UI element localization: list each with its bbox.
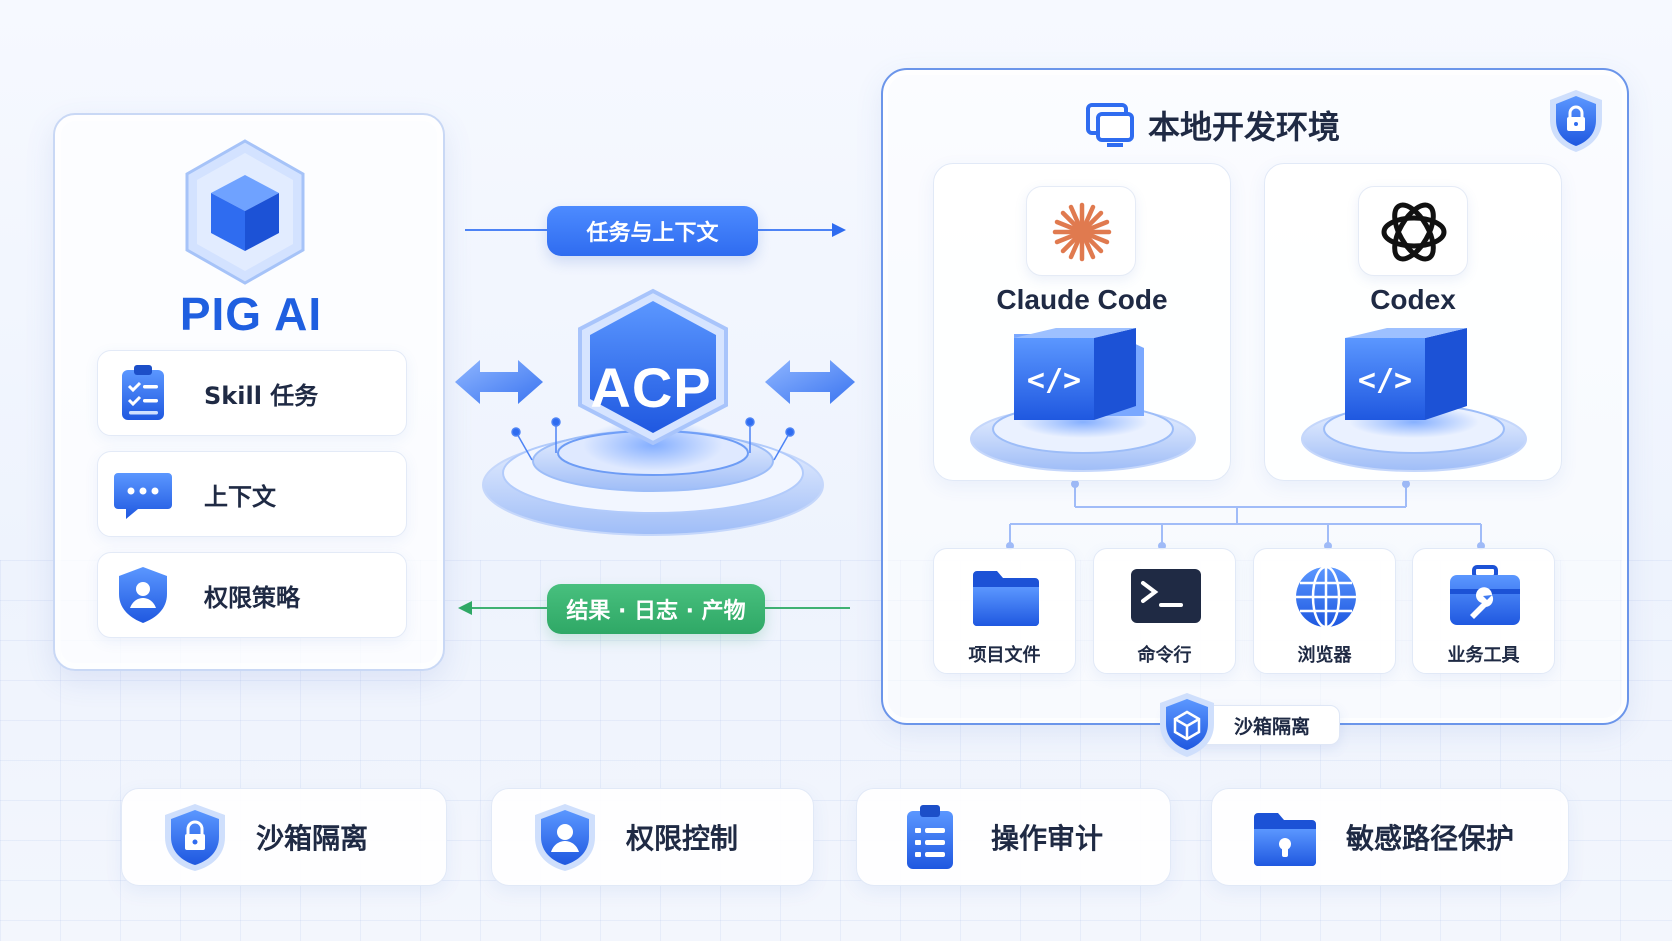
- feature-skill-task: Skill 任务: [97, 350, 407, 436]
- openai-knot-icon: [1381, 202, 1447, 262]
- monitor-icon: [1086, 103, 1134, 147]
- agent-name: Codex: [1370, 284, 1456, 315]
- agent-logo: [1026, 186, 1136, 276]
- cube-logo-icon: [185, 139, 305, 285]
- svg-text:</>: </>: [1358, 363, 1412, 398]
- brand-title: PIG AI: [179, 288, 323, 340]
- agent-logo: [1358, 186, 1468, 276]
- feature-permission-policy: 权限策略: [97, 552, 407, 638]
- shield-lock-icon: [165, 804, 225, 871]
- folder-lock-icon: [1254, 813, 1316, 866]
- feature-label: 权限控制: [626, 822, 739, 855]
- terminal-icon: [1131, 569, 1201, 623]
- tool-label: 浏览器: [1297, 645, 1352, 666]
- tool-project-files: 项目文件: [933, 548, 1076, 674]
- acp-label: ACP: [590, 356, 712, 419]
- folder-icon: [973, 571, 1039, 626]
- tool-label: 项目文件: [968, 645, 1041, 666]
- tool-label: 业务工具: [1447, 645, 1520, 666]
- feature-label: 沙箱隔离: [256, 822, 369, 855]
- code-cube-icon: </>: [970, 328, 1196, 472]
- request-pill: 任务与上下文: [547, 206, 758, 256]
- feature-permission-control: 权限控制: [491, 788, 814, 886]
- sandbox-label: 沙箱隔离: [1234, 715, 1311, 738]
- response-pill: 结果 · 日志 · 产物: [547, 584, 765, 634]
- clipboard-list-icon: [907, 805, 953, 869]
- feature-context: 上下文: [97, 451, 407, 537]
- shield-user-icon: [119, 567, 167, 623]
- toolbox-icon: [1450, 565, 1520, 625]
- claude-spark-icon: [1052, 202, 1112, 262]
- feature-label: 权限策略: [204, 583, 300, 612]
- feature-label: 操作审计: [991, 822, 1104, 855]
- tool-browser: 浏览器: [1253, 548, 1396, 674]
- tool-label: 命令行: [1137, 645, 1192, 666]
- pig-ai-panel: PIG AI Skill 任务 上下文 权限策略: [53, 113, 445, 671]
- agent-card-codex: Codex </>: [1264, 163, 1562, 481]
- feature-label: 上下文: [204, 482, 276, 511]
- feature-sandbox-isolation: 沙箱隔离: [121, 788, 447, 886]
- tool-command-line: 命令行: [1093, 548, 1236, 674]
- agent-card-claude-code: Claude Code </>: [933, 163, 1231, 481]
- feature-operation-audit: 操作审计: [856, 788, 1171, 886]
- environment-title: 本地开发环境: [1148, 108, 1341, 146]
- chat-bubble-icon: [114, 473, 172, 519]
- svg-text:</>: </>: [1027, 363, 1081, 398]
- bidirectional-arrow-left: [455, 360, 543, 404]
- shield-cube-icon: [1160, 693, 1214, 757]
- acp-hub: [482, 288, 824, 536]
- bidirectional-arrow-right: [765, 360, 855, 404]
- clipboard-checklist-icon: [122, 365, 164, 420]
- agent-name: Claude Code: [996, 284, 1168, 315]
- shield-user-icon: [535, 804, 595, 871]
- tool-business-tools: 业务工具: [1412, 548, 1555, 674]
- feature-label: 敏感路径保护: [1346, 822, 1515, 855]
- shield-lock-icon: [1550, 90, 1602, 152]
- feature-label: Skill 任务: [204, 381, 319, 410]
- feature-sensitive-path-protection: 敏感路径保护: [1211, 788, 1569, 886]
- globe-icon: [1296, 565, 1356, 629]
- code-cube-icon: </>: [1301, 328, 1527, 472]
